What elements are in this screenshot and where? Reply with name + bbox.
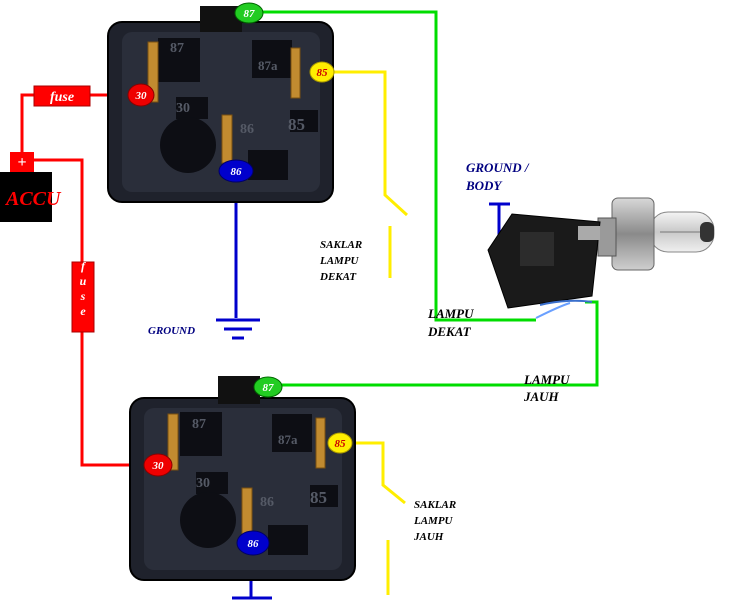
- relay-bottom-m86: 86: [260, 495, 274, 510]
- fuse-side-label: fuse: [0, 0, 2, 1]
- fuse-top: fuse: [33, 85, 91, 107]
- switch-high-label-2: LAMPU: [413, 515, 454, 527]
- relay-bottom-tab: [218, 376, 260, 404]
- battery-plus: +: [17, 154, 26, 171]
- lamp-high-label-1: LAMPU: [523, 372, 570, 387]
- fuse-side-c4: e: [80, 304, 86, 318]
- ground-top-label: GROUND: [148, 325, 195, 337]
- fuse-top-label: fuse: [50, 90, 74, 105]
- switch-low-label-3: DEKAT: [319, 271, 357, 283]
- lamp-low-label-1: LAMPU: [427, 306, 474, 321]
- relay-bottom: 87 87a 30 86 85 30 87 85 86: [129, 376, 356, 581]
- switch-high-label-1: SAKLAR: [414, 499, 456, 511]
- relay-top-pin86: 86: [231, 166, 243, 178]
- lamp-low-label-2: DEKAT: [427, 324, 472, 339]
- relay-top-pin85: 85: [317, 67, 329, 79]
- headlight-bulb: [487, 197, 715, 319]
- relay-top-m85: 85: [288, 115, 305, 134]
- relay-bottom-m85: 85: [310, 488, 327, 507]
- relay-bottom-m87a: 87a: [278, 432, 298, 447]
- relay-top: 87 87a 30 86 85 30 87 85 86: [107, 2, 335, 203]
- relay-bottom-pin85: 85: [335, 438, 347, 450]
- battery-label: ACCU: [4, 188, 62, 210]
- relay-bottom-pin87: 87: [263, 382, 275, 394]
- relay-bottom-m87: 87: [192, 417, 206, 432]
- switch-high-label-3: JAUH: [413, 531, 444, 543]
- relay-bottom-pin86: 86: [248, 538, 260, 550]
- relay-top-pin30: 30: [135, 90, 148, 102]
- relay-top-pin87: 87: [244, 8, 256, 20]
- fuse-side: f u s e fuse: [0, 0, 95, 333]
- switch-wires: [325, 70, 409, 595]
- relay-top-m87: 87: [170, 41, 184, 56]
- fuse-side-c2: u: [80, 274, 87, 288]
- switch-low-label-2: LAMPU: [319, 255, 360, 267]
- relay-top-m30: 30: [176, 101, 190, 116]
- relay-top-m86: 86: [240, 122, 254, 137]
- fuse-side-c3: s: [80, 289, 86, 303]
- lamp-high-label-2: JAUH: [523, 389, 560, 404]
- relay-top-m87a: 87a: [258, 58, 278, 73]
- relay-bottom-pin30: 30: [152, 460, 165, 472]
- fuse-side-c1: f: [81, 259, 86, 273]
- relay-bottom-m30: 30: [196, 476, 210, 491]
- ground-body-label-2: BODY: [465, 178, 502, 193]
- battery: + ACCU: [0, 152, 62, 222]
- ground-body-label-1: GROUND /: [466, 160, 530, 175]
- switch-low-label-1: SAKLAR: [320, 239, 362, 251]
